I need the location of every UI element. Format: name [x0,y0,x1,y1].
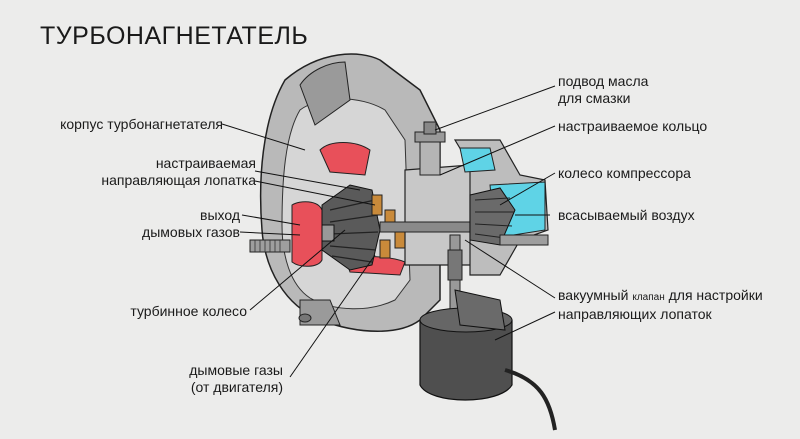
intake-stud [499,234,549,246]
adjustable-vanes [371,194,406,259]
exhaust-outlet [291,201,323,267]
label-exhaust-outlet: выход дымовых газов [142,207,240,240]
oil-fitting [419,139,441,176]
center-housing [404,164,481,266]
label-exhaust-inlet: дымовые газы (от двигателя) [189,362,283,395]
housing-scroll [299,61,351,126]
turbine-hub [321,224,335,242]
diagram-title: ТУРБОНАГНЕТАТЕЛЬ [40,22,309,50]
actuator-bracket [454,289,506,331]
label-intake-air: всасываемый воздух [558,207,695,223]
label-compressor-wheel: колесо компрессора [558,165,691,181]
leader-lines [221,85,556,378]
label-oil-feed: подвод масла для смазки [558,73,649,106]
label-adjustable-vane: настраиваемая направляющая лопатка [101,155,256,188]
label-vacuum-actuator: вакуумный клапан для настройки направляю… [558,287,763,322]
vacuum-hose [504,368,557,431]
intake-passage-top [459,147,496,173]
label-housing: корпус турбонагнетателя [60,116,223,132]
label-adjustable-ring: настраиваемое кольцо [558,118,708,134]
label-turbine-wheel: турбинное колесо [130,303,247,319]
exhaust-chamber-top [319,142,371,176]
